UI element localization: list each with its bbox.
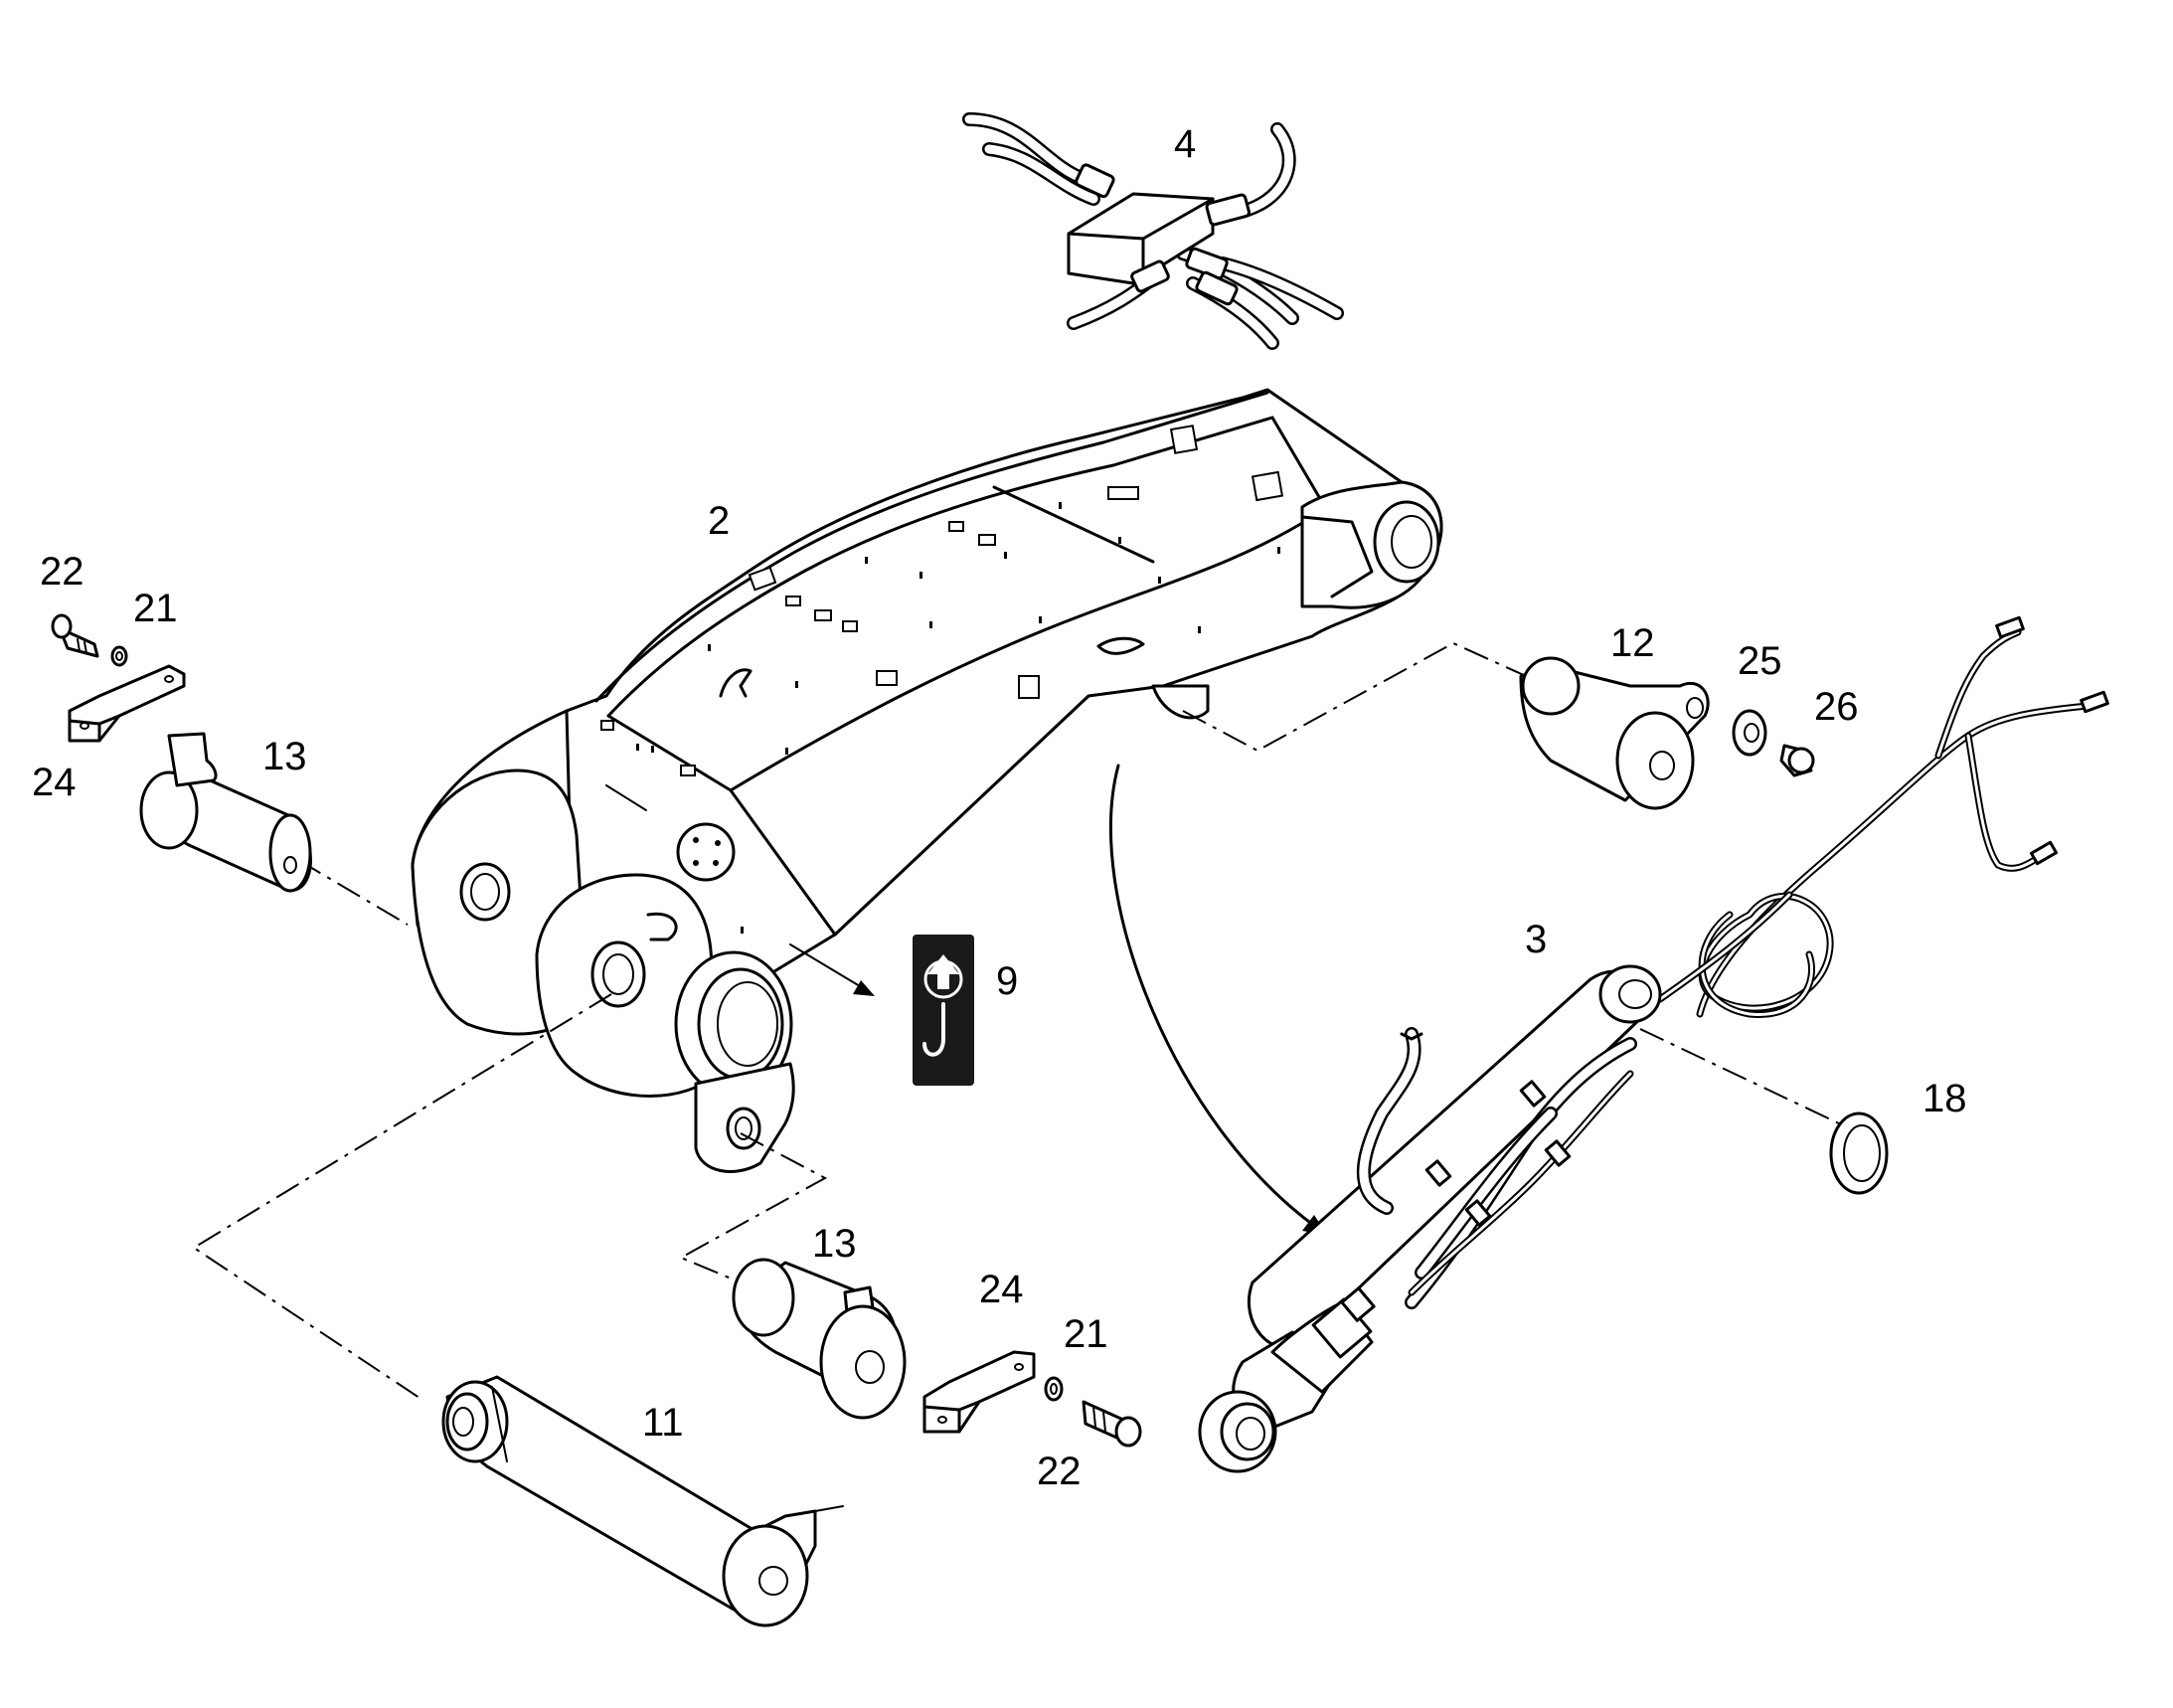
callout-26: 26 bbox=[1814, 685, 1859, 729]
part-12-pin bbox=[1519, 656, 1710, 810]
callout-3: 3 bbox=[1525, 918, 1547, 961]
part-22-bolt-upper bbox=[51, 613, 99, 658]
part-11-long-pin bbox=[441, 1375, 844, 1627]
part-4-valve-block bbox=[962, 112, 1344, 350]
part-21-washer-upper bbox=[110, 645, 128, 667]
callout-9: 9 bbox=[996, 959, 1018, 1003]
part-22-bolt-lower bbox=[1082, 1400, 1142, 1448]
callout-24-top: 24 bbox=[32, 761, 77, 804]
callout-13-bottom: 13 bbox=[812, 1222, 857, 1266]
callout-18: 18 bbox=[1922, 1077, 1967, 1120]
callout-4: 4 bbox=[1174, 122, 1196, 166]
lifting-hook-icon bbox=[922, 954, 963, 1057]
callout-12: 12 bbox=[1610, 621, 1655, 665]
assembly-leader-lines bbox=[192, 641, 1840, 1401]
callout-21-bottom: 21 bbox=[1064, 1312, 1108, 1356]
callout-24-bottom: 24 bbox=[979, 1268, 1024, 1311]
part-24-retainer-lower bbox=[922, 1350, 1036, 1434]
callout-11: 11 bbox=[642, 1401, 684, 1445]
part-26-bolt bbox=[1779, 744, 1815, 777]
callout-13-top: 13 bbox=[262, 735, 307, 778]
part-13-pin-lower bbox=[732, 1258, 907, 1420]
callout-22-bottom: 22 bbox=[1037, 1450, 1082, 1493]
part-18-shim-washer bbox=[1829, 1111, 1889, 1195]
part-25-washer bbox=[1732, 709, 1767, 757]
part-24-retainer-upper bbox=[68, 664, 186, 743]
part-2-boom bbox=[411, 388, 1443, 1173]
callout-labels: 4 2 22 21 13 24 9 12 25 26 3 18 13 24 21… bbox=[32, 122, 1967, 1493]
part-21-washer-lower bbox=[1044, 1376, 1064, 1402]
callout-22-top: 22 bbox=[40, 550, 84, 594]
callout-21-top: 21 bbox=[133, 587, 178, 630]
part-3-hydraulic-cylinder bbox=[1198, 615, 2109, 1473]
part-13-pin-upper bbox=[139, 732, 312, 893]
callout-2: 2 bbox=[708, 499, 730, 543]
part-9-lifting-decal bbox=[913, 935, 974, 1086]
callout-25: 25 bbox=[1738, 639, 1782, 683]
